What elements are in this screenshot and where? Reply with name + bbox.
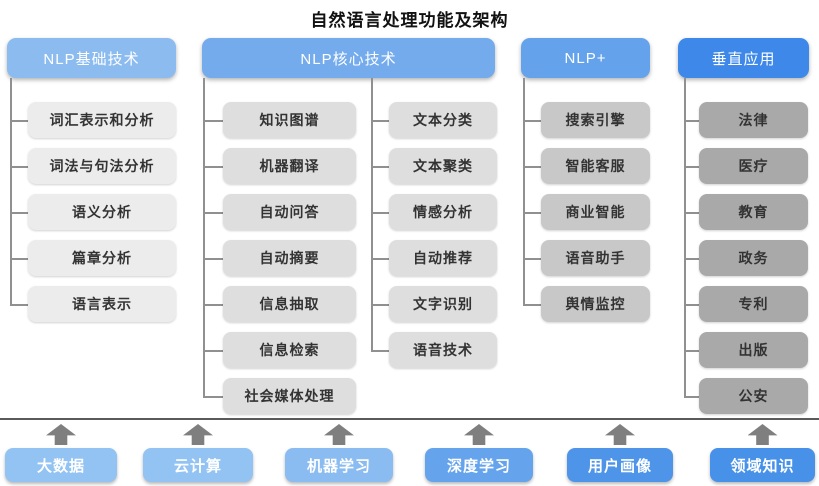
connector-tick <box>203 258 223 260</box>
header-vertical-apps: 垂直应用 <box>678 38 809 78</box>
page-title: 自然语言处理功能及架构 <box>310 11 509 30</box>
connector-tick <box>203 212 223 214</box>
tech-item: 舆情监控 <box>541 286 650 322</box>
connector-tick <box>523 258 541 260</box>
connector-tick <box>684 166 699 168</box>
tech-item: 语义分析 <box>28 194 176 230</box>
tech-item: 自动摘要 <box>223 240 356 276</box>
connector-tick <box>203 166 223 168</box>
up-arrow-icon <box>46 424 76 445</box>
connector-tick <box>371 120 389 122</box>
connector-spine <box>523 78 525 304</box>
tech-item: 搜索引擎 <box>541 102 650 138</box>
connector-tick <box>10 212 28 214</box>
connector-tick <box>371 304 389 306</box>
tech-item: 词法与句法分析 <box>28 148 176 184</box>
connector-tick <box>10 258 28 260</box>
tech-item: 文字识别 <box>389 286 497 322</box>
foundation-box: 深度学习 <box>425 448 533 482</box>
up-arrow-icon <box>324 424 354 445</box>
connector-tick <box>523 166 541 168</box>
tech-item: 法律 <box>699 102 808 138</box>
connector-tick <box>371 212 389 214</box>
tech-item: 专利 <box>699 286 808 322</box>
tech-item: 自动问答 <box>223 194 356 230</box>
connector-tick <box>371 258 389 260</box>
foundation-box: 用户画像 <box>567 448 673 482</box>
tech-item: 词汇表示和分析 <box>28 102 176 138</box>
connector-tick <box>371 166 389 168</box>
tech-item: 社会媒体处理 <box>223 378 356 414</box>
connector-tick <box>523 120 541 122</box>
connector-tick <box>684 304 699 306</box>
tech-item: 篇章分析 <box>28 240 176 276</box>
tech-item: 政务 <box>699 240 808 276</box>
connector-tick <box>10 120 28 122</box>
tech-item: 情感分析 <box>389 194 497 230</box>
connector-spine <box>10 78 12 304</box>
connector-tick <box>371 350 389 352</box>
tech-item: 商业智能 <box>541 194 650 230</box>
tech-item: 教育 <box>699 194 808 230</box>
foundation-box: 大数据 <box>5 448 117 482</box>
foundation-box: 领域知识 <box>710 448 815 482</box>
tech-item: 医疗 <box>699 148 808 184</box>
header-nlp-plus: NLP+ <box>521 38 650 78</box>
tech-item: 机器翻译 <box>223 148 356 184</box>
connector-tick <box>684 258 699 260</box>
connector-tick <box>203 396 223 398</box>
up-arrow-icon <box>605 424 635 445</box>
tech-item: 信息检索 <box>223 332 356 368</box>
tech-item: 语言表示 <box>28 286 176 322</box>
connector-spine <box>203 78 205 396</box>
header-nlp-core-tech: NLP核心技术 <box>202 38 495 78</box>
foundation-box: 机器学习 <box>285 448 393 482</box>
connector-tick <box>523 212 541 214</box>
tech-item: 信息抽取 <box>223 286 356 322</box>
tech-item: 自动推荐 <box>389 240 497 276</box>
connector-tick <box>684 396 699 398</box>
tech-item: 出版 <box>699 332 808 368</box>
tech-item: 知识图谱 <box>223 102 356 138</box>
header-nlp-basic-tech: NLP基础技术 <box>7 38 176 78</box>
connector-tick <box>684 120 699 122</box>
connector-spine <box>371 78 373 350</box>
foundation-box: 云计算 <box>143 448 253 482</box>
connector-tick <box>203 350 223 352</box>
tech-item: 文本分类 <box>389 102 497 138</box>
connector-tick <box>684 212 699 214</box>
tech-item: 语音技术 <box>389 332 497 368</box>
connector-spine <box>684 78 686 396</box>
connector-tick <box>10 304 28 306</box>
connector-tick <box>203 304 223 306</box>
up-arrow-icon <box>747 424 778 445</box>
connector-tick <box>203 120 223 122</box>
connector-tick <box>684 350 699 352</box>
tech-item: 智能客服 <box>541 148 650 184</box>
up-arrow-icon <box>183 424 213 445</box>
connector-tick <box>523 304 541 306</box>
tech-item: 文本聚类 <box>389 148 497 184</box>
tech-item: 公安 <box>699 378 808 414</box>
infrastructure-separator-line <box>0 418 819 420</box>
up-arrow-icon <box>464 424 494 445</box>
tech-item: 语音助手 <box>541 240 650 276</box>
connector-tick <box>10 166 28 168</box>
